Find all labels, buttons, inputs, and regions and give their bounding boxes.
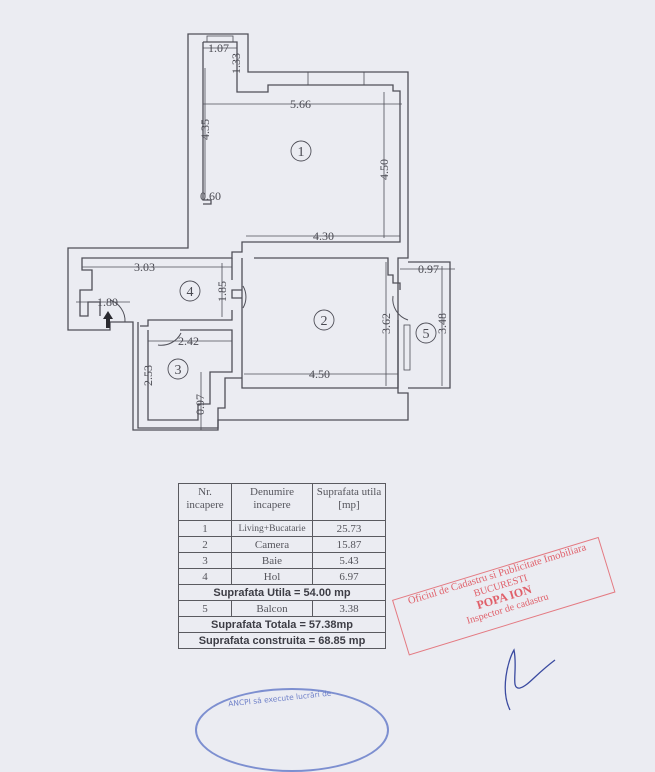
room-number: 3 — [175, 363, 182, 378]
cell-nr: 4 — [178, 568, 232, 585]
room2-box — [231, 258, 399, 389]
floor-plan: 1.07 1.33 5.66 4.35 4.50 0.60 4.30 3.03 … — [67, 33, 455, 431]
dim-label: 4.35 — [198, 119, 212, 140]
door-swing-hall — [242, 285, 247, 309]
suprafata-totala: Suprafata Totala = 57.38mp — [178, 616, 386, 633]
bathroom-wall — [147, 329, 233, 421]
hall-partition — [140, 258, 233, 327]
cell-name: Living+Bucatarie — [231, 520, 313, 537]
cadastre-stamp: Oficiul de Cadastru si Publicitate Imobi… — [392, 536, 616, 656]
door-swing-bath — [157, 332, 182, 346]
total-usable-row: Suprafata Utila = 54.00 mp — [178, 584, 386, 601]
dim-label: 4.50 — [309, 367, 330, 381]
built-area-row: Suprafata construita = 68.85 mp — [178, 632, 386, 649]
cell-area: 25.73 — [312, 520, 386, 537]
table-row: 2 Camera 15.87 — [178, 536, 386, 553]
room-number-markers: 1 2 3 4 5 — [167, 140, 437, 380]
dim-label: 0.60 — [200, 189, 221, 203]
room-number: 2 — [321, 314, 328, 329]
dimension-labels: 1.07 1.33 5.66 4.35 4.50 0.60 4.30 3.03 … — [97, 41, 449, 415]
room1-left-wall — [202, 42, 212, 205]
cell-nr: 1 — [178, 520, 232, 537]
cell-area: 6.97 — [312, 568, 386, 585]
suprafata-utila: Suprafata Utila = 54.00 mp — [178, 584, 386, 601]
dim-label: 1.07 — [208, 41, 229, 55]
cell-area: 15.87 — [312, 536, 386, 553]
dim-label: 0.97 — [193, 394, 207, 415]
dim-label: 4.30 — [313, 229, 334, 243]
dim-label: 1.85 — [215, 281, 229, 302]
balcony-outline — [408, 261, 451, 389]
dim-label: 1.33 — [229, 53, 243, 74]
table-row: 1 Living+Bucatarie 25.73 — [178, 520, 386, 537]
dim-label: 2.53 — [141, 365, 155, 386]
header-nr: Nr.incapere — [178, 483, 232, 521]
cell-name: Baie — [231, 552, 313, 569]
room-number: 5 — [423, 327, 430, 342]
signature — [504, 648, 556, 711]
door-swing-room2 — [392, 295, 409, 321]
bathroom-outer — [137, 322, 242, 429]
table-row: 4 Hol 6.97 — [178, 568, 386, 585]
table-row: 5 Balcon 3.38 — [178, 600, 386, 617]
room-number: 4 — [187, 285, 194, 300]
table-row: 3 Baie 5.43 — [178, 552, 386, 569]
dim-label: 5.66 — [290, 97, 311, 111]
cell-name: Balcon — [231, 600, 313, 617]
suprafata-construita: Suprafata construita = 68.85 mp — [178, 632, 386, 649]
cell-nr: 3 — [178, 552, 232, 569]
arrow-up-icon — [103, 311, 113, 328]
dim-label: 3.62 — [379, 313, 393, 334]
dim-label: 0.97 — [418, 262, 439, 276]
door-swing-entrance — [109, 299, 126, 323]
outer-wall — [67, 33, 409, 431]
window-balcony — [403, 324, 411, 371]
window-top — [206, 35, 234, 43]
dim-label: 3.48 — [435, 313, 449, 334]
room2-inner-wall — [254, 257, 401, 290]
cell-area: 3.38 — [312, 600, 386, 617]
dim-label: 1.80 — [97, 295, 118, 309]
room-number: 1 — [298, 145, 305, 160]
header-suprafata: Suprafata utila[mp] — [312, 483, 386, 521]
total-area-row: Suprafata Totala = 57.38mp — [178, 616, 386, 633]
cell-name: Camera — [231, 536, 313, 553]
dim-label: 4.50 — [377, 159, 391, 180]
cell-nr: 5 — [178, 600, 232, 617]
window-room1 — [307, 71, 365, 86]
room1-inner-wall — [79, 41, 401, 317]
dim-label: 3.03 — [134, 260, 155, 274]
cell-nr: 2 — [178, 536, 232, 553]
cell-name: Hol — [231, 568, 313, 585]
dim-label: 2.42 — [178, 334, 199, 348]
cell-area: 5.43 — [312, 552, 386, 569]
